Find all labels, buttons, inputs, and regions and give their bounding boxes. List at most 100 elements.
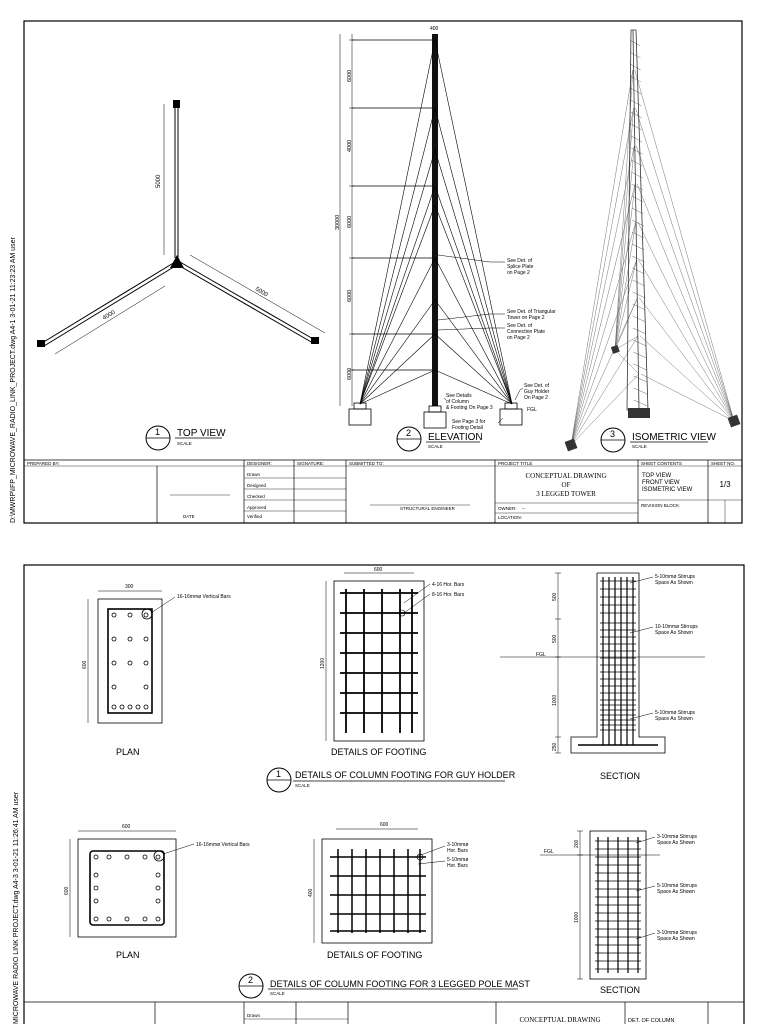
svg-text:5-10mmø Stirrups Space A: 5-10mmø Stirrups Space As Shown [655, 574, 696, 586]
row1-footing: 600 1200 4-16 Hor. Bars 8-16 Hor. Bars D… [320, 567, 465, 757]
row1-plan: 300 600 16-16mmø Vertical Bars PLAN [82, 584, 231, 757]
iso-guy-wire [636, 145, 735, 422]
isometric-number: 3 [610, 429, 615, 439]
guy-wire [434, 185, 513, 405]
iso-guy-wire [570, 183, 636, 446]
rebar-dot [111, 636, 117, 642]
note-footing-2: Footing Detail [452, 425, 483, 431]
iso-guy-wire [635, 107, 735, 422]
iso-lattice-brace [633, 363, 647, 371]
iso-guy-wire [614, 183, 636, 351]
sheet-2: MICROWAVE RADIO LINK PROJECT.dwg A4-3 3-… [0, 561, 768, 1029]
rebar-dot [127, 704, 133, 710]
tb1-row-checked: Checked [247, 494, 265, 499]
detail-1-scale: SCALE [295, 783, 310, 788]
rebar-callout [141, 608, 153, 620]
guy-wire [359, 39, 436, 405]
iso-lattice-brace [632, 303, 646, 311]
tb1-sheet-no-label: SHEET NO. [711, 461, 735, 466]
iso-lattice-brace [630, 111, 642, 119]
guy-wire [434, 204, 513, 405]
elevation-dim-total: 30000 [335, 215, 341, 230]
r2-plan-label: PLAN [116, 950, 140, 960]
rebar-dot [135, 704, 141, 710]
r2-sec-note3-a: 3-10mmø Stirrups [657, 930, 698, 936]
rebar-dot [93, 885, 99, 891]
tb1-project-title-3: 3 LEGGED TOWER [536, 490, 596, 498]
tb1-sheet-contents-label: SHEET CONTENTS [641, 461, 682, 466]
r2-sec-note2-b: Space As Shown [657, 889, 695, 895]
elevation-dim-2: 4000 [347, 140, 353, 152]
iso-guy-wire [614, 297, 638, 351]
r1-sec-dim-2: 500 [552, 634, 558, 643]
detail-1-number: 1 [276, 769, 281, 779]
rebar-dot [119, 704, 125, 710]
r2-sec-dim-1: 200 [574, 839, 580, 848]
elevation-number: 2 [406, 428, 411, 438]
note-guy-holder-3: On Page 2 [524, 395, 548, 401]
iso-guy-wire [614, 107, 634, 351]
tb1-revision-block: REVISION BLOCK [641, 503, 679, 508]
title-block-1 [24, 459, 742, 523]
note-column-3: & Footing On Page 3 [446, 405, 493, 411]
iso-lattice-brace [630, 51, 641, 59]
note-connection-2: Connection Plate [507, 329, 545, 335]
iso-lattice-brace [630, 135, 643, 143]
r1-sec-note3-a: 5-10mmø Stirrups [655, 710, 696, 716]
guy-wire [359, 333, 436, 405]
detail-1-title: 1 DETAILS OF COLUMN FOOTING FOR GUY HOLD… [266, 767, 516, 793]
sheet-2-side-path: MICROWAVE RADIO LINK PROJECT.dwg A4-3 3-… [13, 791, 20, 1024]
iso-lattice-brace [632, 243, 645, 251]
elevation-dim-1: 6000 [347, 70, 353, 82]
detail-2-title: 2 DETAILS OF COLUMN FOOTING FOR 3 LEGGED… [238, 973, 530, 999]
iso-guy-wire [614, 259, 637, 351]
r1-sec-note1-b: Space As Shown [655, 580, 693, 586]
r1-plan-dim-w: 300 [125, 584, 134, 590]
iso-lattice-brace [630, 99, 642, 107]
note-triangular-2: Tower on Page 2 [507, 315, 545, 321]
rebar-dot [155, 898, 161, 904]
iso-guy-wire [637, 221, 735, 422]
r1-sec-dim-4: 250 [552, 742, 558, 751]
note-triangular-1: See Det. of Triangular [507, 309, 556, 315]
r1-sec-dim-1: 500 [552, 592, 558, 601]
rebar-dot [127, 660, 133, 666]
title-block-2 [24, 1001, 744, 1024]
iso-guy-wire [638, 259, 735, 422]
iso-guy-wire [570, 297, 638, 446]
rebar-dot [111, 660, 117, 666]
tb1-owner: OWNER: [498, 506, 517, 511]
iso-lattice-brace [633, 399, 648, 407]
rebar-callout [153, 850, 165, 862]
tb1-contents-3: ISOMETRIC VIEW [642, 487, 693, 493]
guy-wire [359, 299, 436, 405]
r1-sec-dim-3: 1000 [552, 695, 558, 706]
iso-lattice-brace [631, 159, 643, 167]
svg-text:See Details of Column: See Details of Column & Footing On Page … [446, 393, 493, 411]
r2-sec-dim-2: 1000 [574, 912, 580, 923]
detail-2-number: 2 [248, 975, 253, 985]
r1-foot-note2: 8-16 Hor. Bars [432, 592, 465, 598]
elevation-dim-3: 6000 [347, 216, 353, 228]
iso-lattice-brace [632, 327, 647, 335]
r1-sec-label: SECTION [600, 771, 640, 781]
tb1-project-title-label: PROJECT TITLE [498, 461, 532, 466]
tb1-signature: SIGNATURE: [297, 461, 324, 466]
tb1-submitted-to: SUBMITTED TO: [349, 461, 384, 466]
svg-text:3-10mmø Stirrups Space A: 3-10mmø Stirrups Space As Shown [657, 834, 698, 846]
rebar-dot [155, 872, 161, 878]
iso-lattice-brace [632, 267, 645, 275]
svg-text:3-10mmø Stirrups Space A: 3-10mmø Stirrups Space As Shown [657, 930, 698, 942]
guy-wire [434, 333, 513, 405]
iso-lattice-brace [631, 147, 643, 155]
guy-wire [434, 369, 513, 405]
rebar-dot [111, 704, 117, 710]
svg-text:See Det. of Splice Plate: See Det. of Splice Plate on Page 2 [507, 258, 535, 276]
r1-sec-fgl: FGL [536, 652, 546, 658]
iso-guy-wire [614, 145, 635, 351]
iso-guy-wire [639, 297, 735, 422]
sheet-2-drawing: MICROWAVE RADIO LINK PROJECT.dwg A4-3 3-… [13, 564, 745, 1029]
row1-section: 500 500 1000 250 FGL 5-10mmø Stirrups Sp… [500, 572, 705, 781]
r2-foot-dim-w: 600 [380, 822, 389, 828]
guy-wire [434, 257, 513, 405]
